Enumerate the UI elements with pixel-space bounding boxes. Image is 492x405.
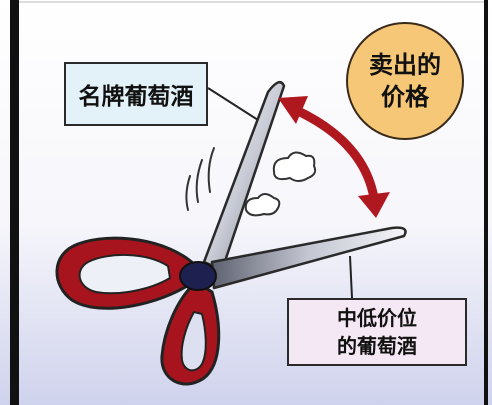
midrange-wine-label: 中低价位 的葡萄酒 [287, 298, 467, 366]
motion-line-2 [195, 159, 203, 203]
panel-right-border [484, 0, 488, 405]
wind-puff-icon [244, 151, 317, 217]
lower-handle-hole [180, 310, 207, 372]
premium-wine-text: 名牌葡萄酒 [78, 84, 194, 110]
double-arrow-icon [278, 96, 390, 218]
premium-leader-line [207, 87, 259, 121]
top-blade [202, 80, 286, 272]
upper-handle-hole [78, 254, 172, 295]
midrange-wine-text-line2: 的葡萄酒 [337, 334, 417, 358]
motion-line-3 [185, 175, 191, 211]
arrow-shaft [291, 105, 379, 203]
wind-puff-upper [272, 151, 317, 182]
arrow-head-bottom [358, 192, 390, 218]
selling-price-text-line2: 价格 [381, 83, 429, 111]
motion-lines [185, 147, 215, 211]
midrange-leader-line [349, 255, 353, 299]
midrange-wine-text-line1: 中低价位 [337, 306, 417, 330]
selling-price-badge: 卖出的 价格 [346, 22, 464, 140]
motion-line-1 [207, 147, 215, 193]
bottom-blade [210, 226, 407, 290]
panel-left-border [10, 0, 19, 405]
selling-price-text-line1: 卖出的 [369, 51, 441, 79]
pivot-screw [179, 261, 217, 291]
scissors-icon [55, 80, 407, 386]
wind-puff-lower [244, 193, 281, 217]
premium-wine-label: 名牌葡萄酒 [64, 62, 208, 126]
arrow-head-top [278, 96, 308, 124]
